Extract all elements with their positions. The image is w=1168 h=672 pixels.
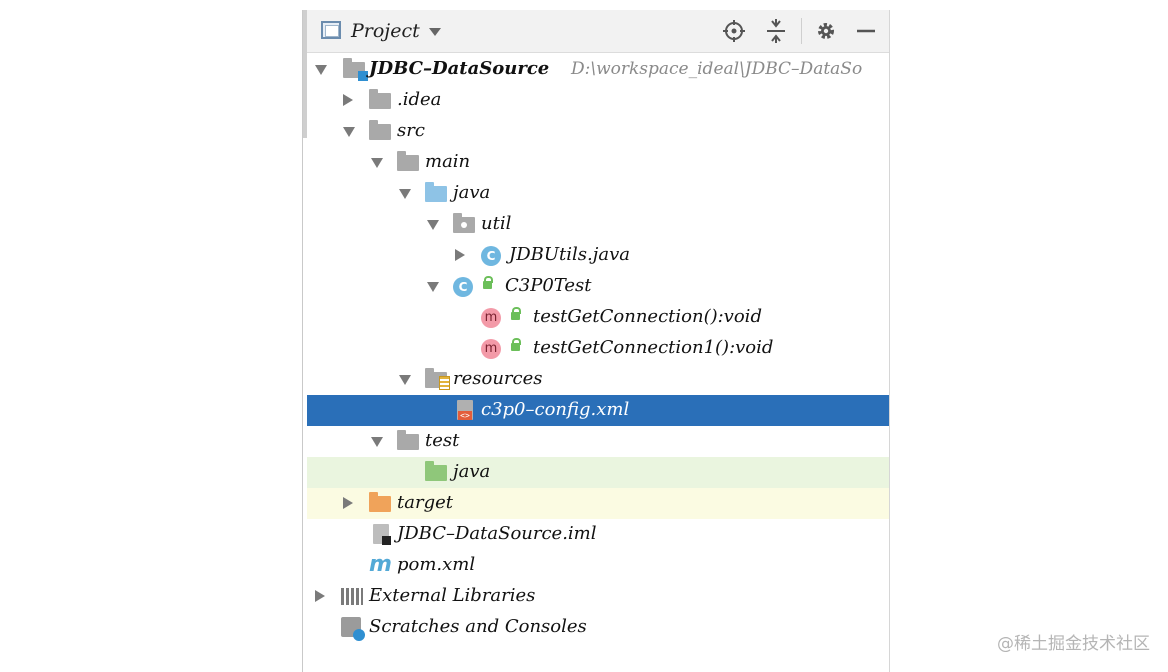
tree-node-java-test[interactable]: java [307,457,889,488]
tree-node-c3p0test[interactable]: C C3P0Test [307,271,889,302]
tree-node-label: C3P0Test [505,275,592,296]
tree-node-method2[interactable]: m testGetConnection1():void [307,333,889,364]
resources-folder-icon [425,368,450,390]
tree-node-util[interactable]: util [307,209,889,240]
module-folder-icon [343,58,368,81]
collapsed-arrow-icon[interactable] [315,590,325,602]
public-lock-icon [483,276,493,289]
tree-node-label: pom.xml [397,554,476,575]
tree-node-label: target [397,492,453,513]
tree-node-iml[interactable]: JDBC–DataSource.iml [307,519,889,550]
project-view-title[interactable]: Project [351,20,420,42]
scratches-icon [341,617,365,641]
locate-icon[interactable] [721,18,747,44]
package-icon [453,213,475,233]
tree-node-label: test [425,430,460,451]
tree-node-test[interactable]: test [307,426,889,457]
expand-arrow-icon[interactable] [427,220,439,230]
tree-node-label: c3p0–config.xml [481,399,630,420]
tree-node-method1[interactable]: m testGetConnection():void [307,302,889,333]
collapsed-arrow-icon[interactable] [455,249,465,261]
root-module-path: D:\workspace_ideal\JDBC–DataSo [571,59,863,79]
iml-file-icon [373,524,391,545]
gear-icon[interactable] [813,18,839,44]
tree-node-label: Scratches and Consoles [369,616,587,637]
collapsed-arrow-icon[interactable] [343,497,353,509]
tree-node-java-main[interactable]: java [307,178,889,209]
class-icon: C [481,246,501,266]
tree-node-label: testGetConnection():void [533,306,762,327]
expand-arrow-icon[interactable] [427,282,439,292]
expand-arrow-icon[interactable] [371,158,383,168]
tree-node-label: main [425,151,471,172]
source-folder-icon [425,182,447,202]
class-icon: C [453,277,473,297]
tree-node-scratches[interactable]: Scratches and Consoles [307,612,889,643]
libraries-icon [341,588,363,605]
folder-icon [369,89,391,109]
tree-node-label: util [481,213,512,234]
tree-node-target[interactable]: target [307,488,889,519]
test-source-folder-icon [425,461,447,481]
folder-icon [397,151,419,171]
tree-node-label: JDBC–DataSource.iml [397,523,597,544]
tree-node-main[interactable]: main [307,147,889,178]
tree-node-jdbutils[interactable]: C JDBUtils.java [307,240,889,271]
method-icon: m [481,339,501,359]
tree-node-c3p0-config[interactable]: c3p0–config.xml [307,395,889,426]
folder-icon [369,120,391,140]
tree-node-root[interactable]: JDBC–DataSource D:\workspace_ideal\JDBC–… [307,54,889,85]
project-view-icon [321,21,341,39]
expand-arrow-icon[interactable] [371,437,383,447]
tree-node-label: resources [453,368,543,389]
project-tree: JDBC–DataSource D:\workspace_ideal\JDBC–… [307,52,889,672]
root-module-label: JDBC–DataSource [369,58,550,79]
public-lock-icon [511,307,521,320]
tree-node-label: src [397,120,425,141]
excluded-folder-icon [369,492,391,512]
tree-node-label: java [453,461,491,482]
tree-node-resources[interactable]: resources [307,364,889,395]
expand-arrow-icon[interactable] [343,127,355,137]
xml-file-icon [457,400,473,420]
folder-icon [397,430,419,450]
tree-node-label: java [453,182,491,203]
method-icon: m [481,308,501,328]
scroll-gutter [303,10,307,138]
expand-arrow-icon[interactable] [399,375,411,385]
minimize-icon[interactable] [853,18,879,44]
expand-arrow-icon[interactable] [399,189,411,199]
tree-node-src[interactable]: src [307,116,889,147]
tree-node-label: .idea [397,89,442,110]
tree-node-idea[interactable]: .idea [307,85,889,116]
tree-node-external-libraries[interactable]: External Libraries [307,581,889,612]
watermark: @稀土掘金技术社区 [997,634,1150,654]
expand-arrow-icon[interactable] [315,65,327,75]
tree-node-pom[interactable]: m pom.xml [307,550,889,581]
tree-node-label: testGetConnection1():void [533,337,774,358]
maven-icon: m [369,552,392,577]
collapsed-arrow-icon[interactable] [343,94,353,106]
tree-node-label: External Libraries [369,585,536,606]
project-tool-window: Project JDBC–DataSource D:\workspace_ide… [302,10,890,672]
collapse-all-icon[interactable] [763,18,789,44]
toolbar-separator [801,18,802,44]
public-lock-icon [511,338,521,351]
tree-node-label: JDBUtils.java [509,244,630,265]
project-toolbar: Project [307,10,889,53]
chevron-down-icon[interactable] [429,28,441,36]
